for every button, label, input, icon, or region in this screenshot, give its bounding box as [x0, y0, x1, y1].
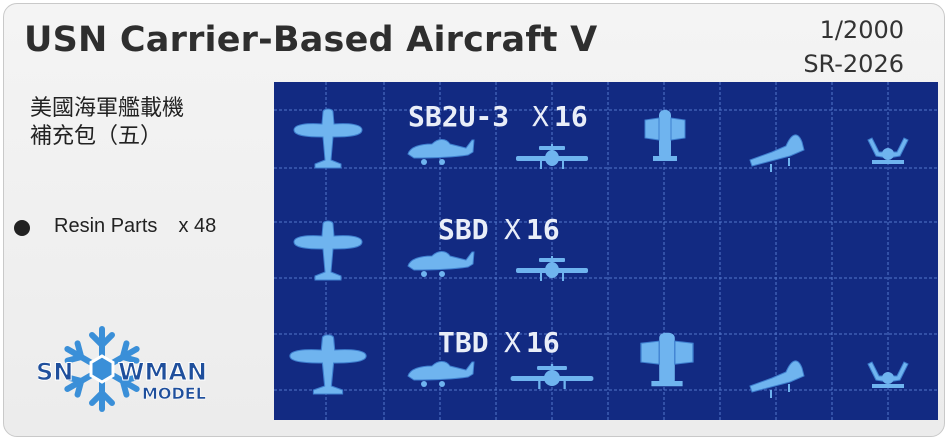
tbd-side-aircraft-icon [407, 361, 475, 388]
tbd-folded-aircraft-icon [640, 332, 694, 387]
product-title: USN Carrier-Based Aircraft V [24, 20, 598, 60]
row-mult-sbd: X [504, 213, 521, 246]
sprue-svg: SB2U-3 X 16 SBD X 16 TBD X 16 [274, 82, 938, 420]
resin-parts-text: Resin Parts [54, 215, 158, 237]
row-name-tbd: TBD [438, 326, 489, 359]
logo-word-sn: SN [38, 358, 73, 386]
row-mult-sb2u: X [532, 100, 549, 133]
row-label-sbd: SBD X 16 [438, 213, 560, 246]
grid-lines [274, 82, 938, 420]
sb2u-front-aircraft-icon [516, 144, 588, 169]
row-qty-sbd: 16 [526, 213, 560, 246]
row-label-tbd: TBD X 16 [438, 326, 560, 359]
chinese-title-line1: 美國海軍艦載機 [30, 96, 185, 121]
bullet-icon [14, 220, 30, 236]
sb2u-folded-aircraft-icon [644, 109, 686, 162]
sbd-top-aircraft-icon [293, 220, 363, 281]
tbd-angle-aircraft-icon [749, 360, 805, 399]
snowflake-icon: SN WMAN MODEL [36, 326, 208, 419]
logo-word-model: MODEL [142, 384, 206, 403]
sb2u-side-aircraft-icon [407, 139, 475, 166]
tbd-folded-front-aircraft-icon [867, 361, 909, 389]
sb2u-top-aircraft-icon [293, 108, 363, 169]
parts-sprue-board: SB2U-3 X 16 SBD X 16 TBD X 16 [274, 82, 938, 420]
chinese-title-line2: 補充包（五） [30, 124, 163, 149]
row-mult-tbd: X [504, 326, 521, 359]
snowman-model-logo: SN WMAN MODEL [36, 324, 228, 419]
row-name-sb2u: SB2U-3 [408, 100, 509, 133]
row-name-sbd: SBD [438, 213, 489, 246]
tbd-front-aircraft-icon [510, 364, 594, 389]
row-qty-sb2u: 16 [554, 100, 588, 133]
sbd-front-aircraft-icon [516, 256, 588, 281]
product-code: SR-2026 [803, 50, 904, 78]
tbd-top-aircraft-icon [289, 334, 367, 395]
row-label-sb2u: SB2U-3 X 16 [408, 100, 588, 133]
sb2u-angle-aircraft-icon [749, 134, 805, 173]
sbd-side-aircraft-icon [407, 251, 475, 278]
scale-label: 1/2000 [819, 16, 904, 44]
logo-word-wman: WMAN [118, 358, 207, 386]
row-qty-tbd: 16 [526, 326, 560, 359]
resin-parts-count: x 48 [178, 215, 217, 237]
sb2u-folded-front-aircraft-icon [867, 137, 909, 165]
resin-parts-label: Resin Parts x 48 [54, 215, 216, 238]
